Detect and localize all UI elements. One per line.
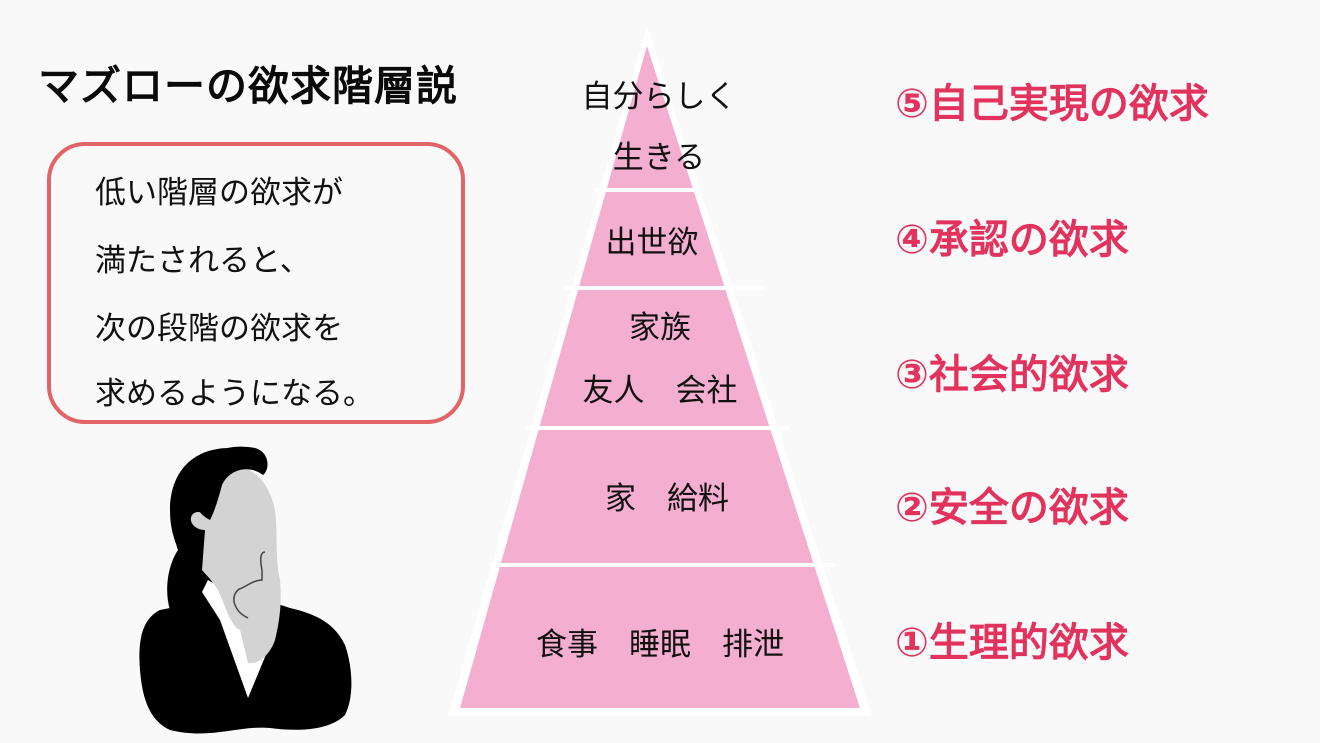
tier-3-text-line2: 友人 会社 [582, 373, 738, 409]
thinking-woman-icon [139, 446, 352, 734]
tier-5-text-line1: 自分らしく [581, 79, 737, 115]
callout-line: 低い階層の欲求が [95, 175, 343, 211]
callout-line: 満たされると、 [95, 243, 311, 279]
tier-2-text: 家 給料 [605, 481, 729, 517]
level-4-label: ④承認の欲求 [895, 217, 1129, 263]
pyramid-body [460, 46, 860, 708]
tier-4-text: 出世欲 [605, 225, 699, 261]
level-1-label: ①生理的欲求 [895, 620, 1129, 666]
level-5-label: ⑤自己実現の欲求 [895, 81, 1209, 127]
level-3-label: ③社会的欲求 [895, 352, 1129, 398]
tier-3-text-line1: 家族 [629, 310, 691, 346]
level-2-label: ②安全の欲求 [895, 485, 1129, 531]
tier-5-text-line2: 生きる [612, 140, 706, 176]
explanation-callout: 低い階層の欲求が 満たされると、 次の段階の欲求を 求めるようになる。 [47, 142, 465, 424]
callout-line: 求めるようになる。 [95, 376, 374, 412]
tier-1-text: 食事 睡眠 排泄 [536, 627, 784, 663]
callout-line: 次の段階の欲求を [95, 311, 343, 347]
page-title: マズローの欲求階層説 [38, 62, 458, 110]
